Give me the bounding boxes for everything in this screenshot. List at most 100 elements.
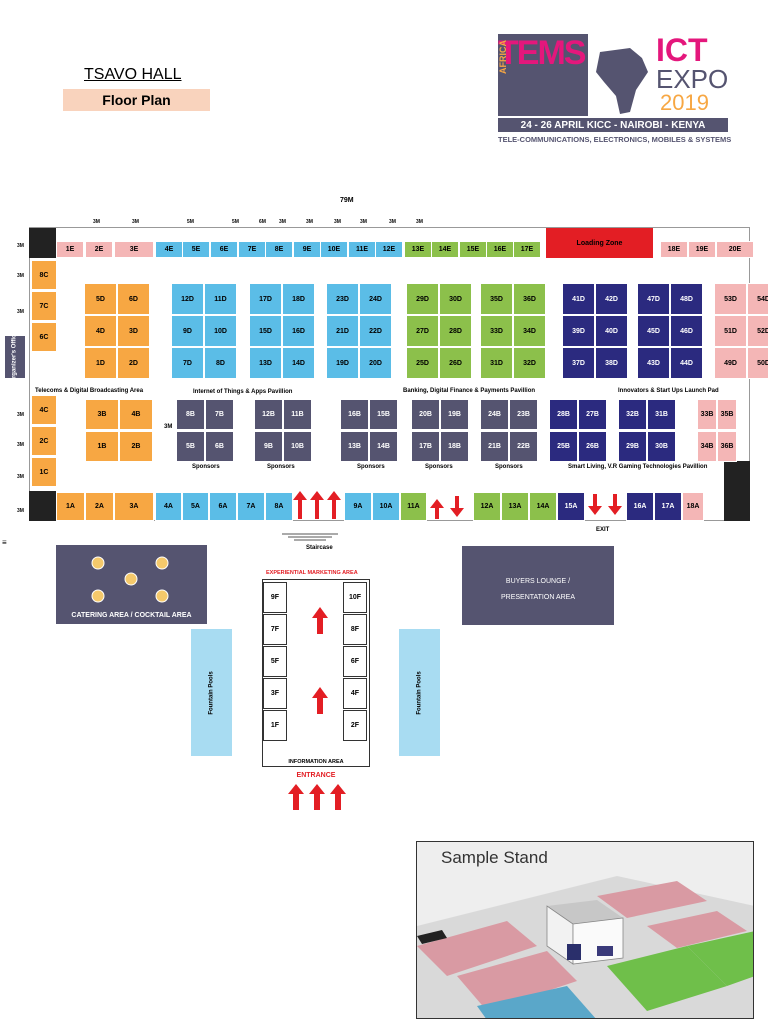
sponsors-label: Sponsors [357, 464, 385, 470]
dimension-label: 3M [306, 219, 313, 225]
stand-39d: 39D [562, 315, 595, 347]
stand-16a: 16A [626, 492, 654, 521]
stand-10f: 10F [343, 582, 367, 613]
arrow-down-icon [608, 494, 622, 515]
stand-10d: 10D [204, 315, 237, 347]
stand-15a: 15A [557, 492, 585, 521]
stand-8c: 8C [31, 260, 57, 290]
event-tagline: TELE-COMMUNICATIONS, ELECTRONICS, MOBILE… [498, 135, 732, 144]
event-dates-text: 24 - 26 APRIL KICC - NAIROBI - KENYA [520, 119, 706, 131]
stand-11d: 11D [204, 283, 237, 315]
catering-area: CATERING AREA / COCKTAIL AREA [56, 545, 207, 624]
stand-20b: 20B [411, 399, 440, 430]
dimension-label: 3M [360, 219, 367, 225]
stand-10b: 10B [283, 431, 312, 462]
stand-54d: 54D [747, 283, 768, 315]
logo-tems [498, 34, 588, 116]
stand-51d: 51D [714, 315, 747, 347]
dimension-label: 5M [232, 219, 239, 225]
stand-48d: 48D [670, 283, 703, 315]
stand-19d: 19D [326, 347, 359, 379]
stand-1e: 1E [56, 241, 84, 258]
stand-13d: 13D [249, 347, 282, 379]
stand-3f: 3F [263, 678, 287, 709]
fountain-pool-right: Fountain Pools [399, 629, 440, 756]
stand-43d: 43D [637, 347, 670, 379]
arrow-up-icon [293, 491, 307, 519]
arrow-up-icon [310, 491, 324, 519]
stand-27b: 27B [578, 399, 607, 430]
arrow-up-icon [430, 499, 444, 519]
stand-5a: 5A [182, 492, 209, 521]
fountain-label: Fountain Pools [416, 670, 423, 715]
dimension-label: 3M [279, 219, 286, 225]
stand-6a: 6A [209, 492, 237, 521]
logo-ict-text: ICT [656, 32, 708, 68]
stand-17b: 17B [411, 431, 440, 462]
sponsors-label: Sponsors [495, 464, 523, 470]
dimension-label: 3M [93, 219, 100, 225]
stand-2f: 2F [343, 710, 367, 741]
hall-title: TSAVO HALL [84, 66, 182, 83]
stand-49d: 49D [714, 347, 747, 379]
dimension-label: 3M [17, 412, 24, 418]
stand-20e: 20E [716, 241, 754, 258]
dimension-label: 3M [132, 219, 139, 225]
stand-8d: 8D [204, 347, 237, 379]
left-mark: ≡ [2, 538, 7, 547]
arrow-up-icon [309, 784, 325, 810]
stand-44d: 44D [670, 347, 703, 379]
stand-8a: 8A [265, 492, 293, 521]
stand-28b: 28B [549, 399, 578, 430]
stand-47d: 47D [637, 283, 670, 315]
stand-9a: 9A [344, 492, 372, 521]
stand-15e: 15E [459, 241, 487, 258]
stand-12b: 12B [254, 399, 283, 430]
stand-32b: 32B [618, 399, 647, 430]
stand-53d: 53D [714, 283, 747, 315]
stand-31d: 31D [480, 347, 513, 379]
fountain-label: Fountain Pools [208, 670, 215, 715]
stand-21d: 21D [326, 315, 359, 347]
staircase-icon [282, 533, 338, 541]
stand-18e: 18E [660, 241, 688, 258]
stand-22b: 22B [509, 431, 538, 462]
stand-8e: 8E [265, 241, 293, 258]
dimension-label: 3M [17, 508, 24, 514]
stand-7f: 7F [263, 614, 287, 645]
arrow-up-icon [330, 784, 346, 810]
stand-9e: 9E [293, 241, 321, 258]
stand-41d: 41D [562, 283, 595, 315]
stand-1c: 1C [31, 457, 57, 487]
stand-4b: 4B [119, 399, 153, 430]
stand-4c: 4C [31, 395, 57, 425]
africa-map-icon [596, 48, 648, 114]
stand-2b: 2B [119, 431, 153, 462]
stand-6d: 6D [117, 283, 150, 315]
stand-10a: 10A [372, 492, 400, 521]
table-icon [155, 556, 169, 570]
stand-23b: 23B [509, 399, 538, 430]
arrow-up-icon [327, 491, 341, 519]
stand-45d: 45D [637, 315, 670, 347]
loading-zone-text: Loading Zone [576, 239, 623, 247]
table-icon [124, 572, 138, 586]
dimension-label: 3M [17, 442, 24, 448]
event-dates: 24 - 26 APRIL KICC - NAIROBI - KENYA [498, 118, 728, 132]
stand-3a: 3A [114, 492, 154, 521]
arrow-up-icon [288, 784, 304, 810]
stand-20d: 20D [359, 347, 392, 379]
stand-18b: 18B [440, 431, 469, 462]
stand-5f: 5F [263, 646, 287, 677]
information-label: INFORMATION AREA [288, 759, 344, 765]
dimension-label: 3M [389, 219, 396, 225]
table-icon [91, 556, 105, 570]
stand-37d: 37D [562, 347, 595, 379]
stand-16b: 16B [340, 399, 369, 430]
experiential-arrows [312, 607, 328, 714]
stand-14d: 14D [282, 347, 315, 379]
smart-living-pavilion-label: Smart Living, V.R Gaming Technologies Pa… [568, 464, 708, 470]
stand-15d: 15D [249, 315, 282, 347]
stand-6b: 6B [205, 431, 234, 462]
stand-11e: 11E [348, 241, 376, 258]
